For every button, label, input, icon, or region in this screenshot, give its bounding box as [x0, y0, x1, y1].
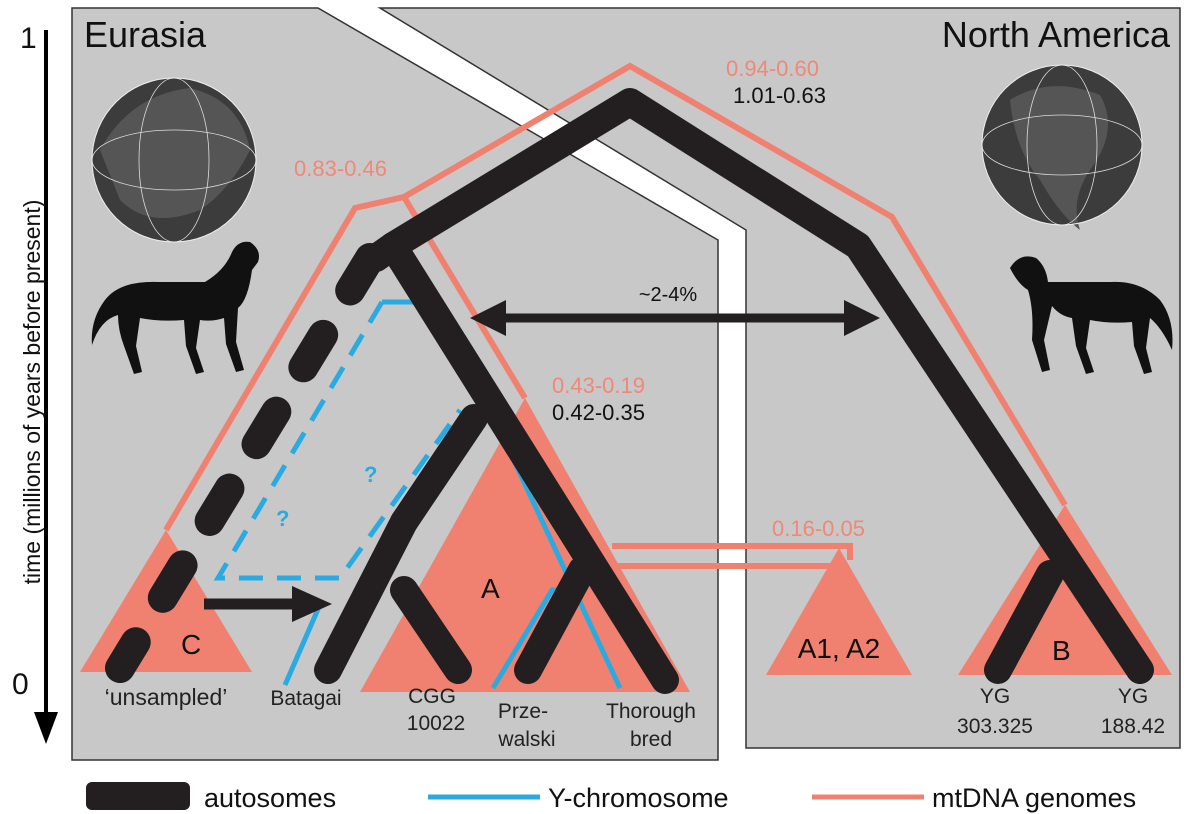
mtdna-root-line: [402, 62, 1068, 507]
clade-a-mtdna-date: 0.43-0.19: [552, 373, 645, 398]
north-america-globe-icon: [981, 64, 1143, 230]
mtdna-a1a2-line-upper: [612, 543, 853, 560]
north-america-title: North America: [942, 14, 1171, 55]
root-mtdna-date: 0.94-0.60: [726, 56, 819, 81]
tip-cgg-line1: CGG: [408, 685, 456, 708]
legend-y-chromosome-label: Y-chromosome: [548, 783, 729, 813]
clade-a1a2-mtdna-date: 0.16-0.05: [772, 516, 865, 541]
eurasia-title: Eurasia: [84, 14, 207, 55]
tip-thoroughbred-line1: Thorough: [606, 700, 696, 723]
legend-mtdna-label: mtDNA genomes: [932, 783, 1136, 813]
north-america-horse-icon: [1010, 256, 1173, 374]
tip-przewalski-line1: Prze-: [498, 700, 548, 723]
eurasia-globe-icon: [91, 77, 257, 243]
tip-yg303-line1: YG: [980, 685, 1010, 708]
tip-cgg-line2: 10022: [407, 712, 465, 735]
clade-b-label: B: [1052, 635, 1071, 666]
tip-yg303-line2: 303.325: [957, 715, 1033, 738]
mtdna-lines: [163, 62, 1068, 572]
tip-labels: ‘unsampled’ Batagai CGG 10022 Prze- wals…: [105, 684, 1165, 751]
eurasia-mtdna-date: 0.83-0.46: [294, 156, 387, 181]
tip-batagai: Batagai: [270, 687, 341, 710]
time-axis-arrowhead: [34, 712, 58, 744]
legend-autosomes-swatch: [86, 782, 190, 810]
gene-flow-arrow: [470, 300, 880, 336]
tip-unsampled: ‘unsampled’: [105, 684, 228, 710]
autosome-tree: [314, 88, 1154, 694]
tip-przewalski-line2: walski: [497, 728, 555, 751]
mtdna-eurasia-line: [163, 193, 528, 532]
north-america-panel: [377, 7, 1181, 749]
autosome-eurasia-stem: [379, 232, 679, 694]
autosome-yg303-branch: [984, 560, 1064, 684]
legend: autosomes Y-chromosome mtDNA genomes: [86, 782, 1136, 813]
autosome-unsampled-dashed: [105, 243, 385, 683]
y-chromosome-dashed-loop: [213, 300, 463, 581]
clade-a-label: A: [481, 573, 500, 604]
introgression-arrow: [204, 586, 332, 622]
legend-autosomes-label: autosomes: [204, 783, 336, 813]
clade-a-triangle: [360, 398, 690, 692]
autosome-cgg-branch: [390, 576, 472, 684]
question-mark-right: ?: [364, 462, 377, 487]
clade-a1a2-label: A1, A2: [798, 633, 881, 664]
clade-c-label: C: [181, 629, 201, 660]
autosome-thoroughbred-branch: [514, 556, 596, 684]
tip-thoroughbred-line2: bred: [630, 728, 672, 751]
autosome-batagai-branch: [314, 508, 418, 684]
mtdna-a1a2-line-lower: [612, 563, 833, 572]
clade-a-autosome-date: 0.42-0.35: [552, 400, 645, 425]
autosome-a-branch: [390, 404, 488, 536]
tip-yg188-line2: 188.42: [1101, 715, 1165, 738]
time-axis-top-tick: 1: [20, 22, 37, 55]
tip-yg188-line1: YG: [1118, 685, 1148, 708]
time-axis-label: time (millions of years before present): [19, 200, 45, 585]
gene-flow-label: ~2-4%: [639, 284, 698, 306]
clade-a1a2-triangle: [766, 548, 912, 675]
eurasia-horse-icon: [91, 241, 259, 374]
root-autosome-date: 1.01-0.63: [733, 83, 826, 108]
time-axis-bottom-tick: 0: [12, 668, 29, 701]
question-mark-left: ?: [276, 506, 289, 531]
y-chromosome-batagai-line: [282, 599, 325, 686]
